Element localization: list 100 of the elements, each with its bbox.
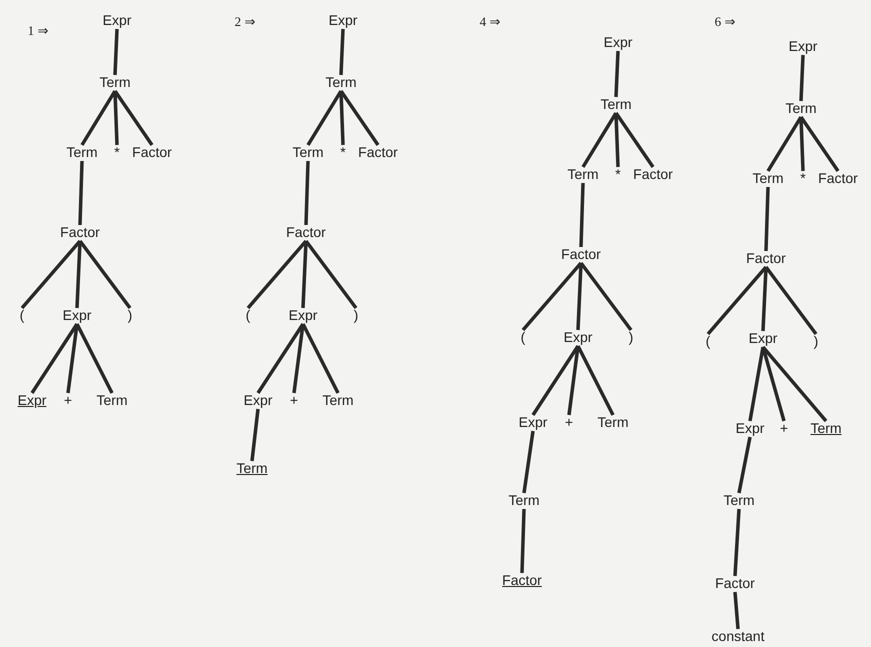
grammar-symbol: ( <box>520 329 526 345</box>
grammar-symbol: Term <box>600 96 632 112</box>
grammar-symbol: ( <box>706 333 710 349</box>
grammar-symbol: ( <box>20 307 24 323</box>
tree-branch <box>301 240 308 308</box>
grammar-symbol: Term <box>752 170 784 186</box>
grammar-symbol: Expr <box>244 392 272 408</box>
grammar-symbol: Expr <box>518 414 548 430</box>
tree-branch <box>764 186 770 252</box>
grammar-symbol: Term <box>322 392 354 408</box>
tree-branch <box>339 28 345 76</box>
tree-branch <box>614 112 654 168</box>
tree-branch <box>737 436 752 494</box>
grammar-symbol: Term <box>292 144 324 160</box>
grammar-symbol: Term <box>785 100 817 116</box>
tree-branch <box>522 262 582 332</box>
step-label: 2 ⇒ <box>234 14 256 30</box>
grammar-symbol: ) <box>814 333 818 349</box>
grammar-symbol: Expr <box>328 12 358 28</box>
tree-branch <box>78 240 132 310</box>
tree-branch <box>800 116 840 172</box>
grammar-symbol: Expr <box>748 330 778 346</box>
grammar-symbol: + <box>64 392 72 408</box>
grammar-symbol: Factor <box>746 250 786 266</box>
tree-branch <box>733 508 741 576</box>
tree-branch <box>567 346 580 416</box>
grammar-symbol: Factor <box>502 572 542 588</box>
grammar-symbol: Factor <box>60 224 100 240</box>
grammar-symbol: Expr <box>18 392 46 408</box>
grammar-symbol: Factor <box>358 144 398 160</box>
grammar-symbol: ( <box>246 307 250 323</box>
grammar-symbol: + <box>290 392 298 408</box>
tree-branch <box>532 345 580 416</box>
grammar-symbol: * <box>800 170 806 186</box>
grammar-symbol: ) <box>128 307 132 323</box>
grammar-symbol: Factor <box>286 224 326 240</box>
tree-branch <box>748 346 765 422</box>
grammar-symbol: ) <box>354 307 358 323</box>
grammar-symbol: Expr <box>564 329 592 345</box>
tree-branch <box>30 323 78 394</box>
grammar-symbol: Term <box>723 492 755 508</box>
tree-branch <box>762 346 828 422</box>
grammar-symbol: Expr <box>604 34 632 50</box>
tree-branch <box>614 50 620 98</box>
tree-branch <box>80 90 116 146</box>
tree-branch <box>761 346 786 422</box>
tree-branch <box>20 240 82 310</box>
grammar-symbol: Term <box>810 420 842 436</box>
grammar-symbol: Term <box>508 492 540 508</box>
tree-branch <box>75 323 114 394</box>
grammar-symbol: Expr <box>736 420 764 436</box>
tree-branch <box>256 323 304 394</box>
grammar-symbol: Term <box>66 144 98 160</box>
grammar-symbol: Factor <box>633 166 673 182</box>
tree-branch <box>580 262 632 332</box>
tree-branch <box>114 90 154 146</box>
grammar-symbol: Term <box>597 414 629 430</box>
tree-branch <box>246 240 308 310</box>
grammar-symbol: Expr <box>788 38 818 54</box>
tree-branch <box>520 508 526 574</box>
tree-branch <box>75 240 82 308</box>
step-label: 4 ⇒ <box>480 14 500 30</box>
grammar-symbol: ) <box>628 329 634 345</box>
grammar-symbol: + <box>564 414 574 430</box>
grammar-symbol: Factor <box>561 246 601 262</box>
tree-branch <box>764 266 818 336</box>
grammar-symbol: Factor <box>715 575 755 591</box>
tree-branch <box>304 160 310 226</box>
tree-branch <box>582 112 618 168</box>
grammar-symbol: Term <box>96 392 128 408</box>
step-label: 1 ⇒ <box>28 23 48 39</box>
grammar-symbol: Expr <box>62 307 92 323</box>
tree-branch <box>766 116 802 172</box>
grammar-symbol: * <box>340 144 346 160</box>
tree-branch <box>113 28 119 76</box>
grammar-symbol: Term <box>325 74 357 90</box>
tree-branch <box>576 345 615 416</box>
tree-branch <box>340 90 380 146</box>
tree-branch <box>579 182 585 248</box>
grammar-symbol: * <box>615 166 621 182</box>
grammar-symbol: Expr <box>102 12 132 28</box>
tree-branch <box>733 592 740 630</box>
tree-branch <box>706 266 768 336</box>
grammar-symbol: Factor <box>818 170 858 186</box>
grammar-symbol: Expr <box>288 307 318 323</box>
tree-branch <box>799 54 805 102</box>
tree-branch <box>304 240 358 310</box>
step-label: 6 ⇒ <box>714 14 736 30</box>
grammar-symbol: + <box>780 420 788 436</box>
tree-branch <box>66 324 79 394</box>
tree-branch <box>306 90 342 146</box>
grammar-symbol: * <box>114 144 120 160</box>
grammar-symbol: Term <box>99 74 131 90</box>
tree-branch <box>301 323 340 394</box>
grammar-symbol: Term <box>567 166 599 182</box>
grammar-symbol: Factor <box>132 144 172 160</box>
tree-branch <box>78 160 84 226</box>
tree-branch <box>522 430 535 494</box>
tree-branch <box>576 262 583 330</box>
tree-branch <box>761 266 768 332</box>
